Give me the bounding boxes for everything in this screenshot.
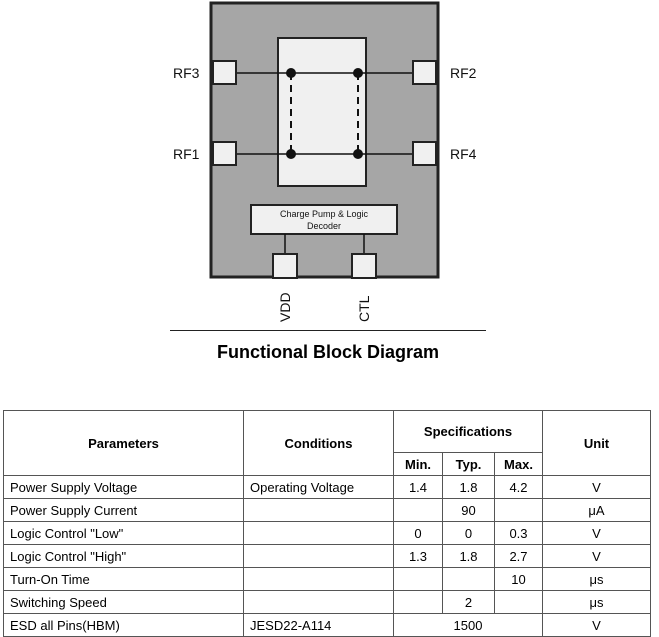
- header-specifications: Specifications: [393, 410, 543, 453]
- functional-block-diagram: RF3 RF1 RF2 RF4 Charge Pump & Logic Deco…: [173, 1, 477, 322]
- ctl-label: CTL: [356, 295, 372, 322]
- table-row: Logic Control "High" 1.3 1.8 2.7 V: [3, 544, 651, 568]
- rf4-pad: [412, 141, 437, 166]
- switch-core: [277, 37, 367, 187]
- max-cell: [494, 498, 543, 522]
- junction-dot: [286, 149, 296, 159]
- header-min: Min.: [393, 452, 443, 476]
- unit-cell: V: [542, 521, 651, 545]
- unit-cell: μA: [542, 498, 651, 522]
- param-cell: Power Supply Current: [3, 498, 244, 522]
- junction-dot: [286, 68, 296, 78]
- charge-pump-decoder-block: [250, 204, 398, 235]
- max-cell: [494, 590, 543, 614]
- condition-cell: [243, 521, 394, 545]
- param-cell: Power Supply Voltage: [3, 475, 244, 499]
- typ-cell: [442, 567, 495, 591]
- specifications-table: Parameters Conditions Specifications Uni…: [3, 410, 651, 637]
- table-row: Turn-On Time 10 μs: [3, 567, 651, 591]
- vdd-pad: [272, 253, 298, 279]
- junction-dot: [353, 68, 363, 78]
- table-row: Logic Control "Low" 0 0 0.3 V: [3, 521, 651, 545]
- max-cell: 10: [494, 567, 543, 591]
- unit-cell: μs: [542, 567, 651, 591]
- table-row: Switching Speed 2 μs: [3, 590, 651, 614]
- condition-cell: Operating Voltage: [243, 475, 394, 499]
- min-cell: 1.3: [393, 544, 443, 568]
- unit-cell: μs: [542, 590, 651, 614]
- header-max: Max.: [494, 452, 543, 476]
- max-cell: 2.7: [494, 544, 543, 568]
- condition-cell: [243, 544, 394, 568]
- param-cell: Turn-On Time: [3, 567, 244, 591]
- spec-merged-cell: 1500: [393, 613, 543, 637]
- max-cell: 4.2: [494, 475, 543, 499]
- header-parameters: Parameters: [3, 410, 244, 476]
- condition-cell: JESD22-A114: [243, 613, 394, 637]
- typ-cell: 2: [442, 590, 495, 614]
- table-row: Power Supply Current 90 μA: [3, 498, 651, 522]
- condition-cell: [243, 590, 394, 614]
- diagram-caption: Functional Block Diagram: [216, 342, 440, 362]
- min-cell: [393, 590, 443, 614]
- unit-cell: V: [542, 475, 651, 499]
- rf3-label: RF3: [173, 65, 200, 81]
- param-cell: ESD all Pins(HBM): [3, 613, 244, 637]
- rf2-pad: [412, 60, 437, 85]
- rf1-label: RF1: [173, 146, 200, 162]
- header-unit: Unit: [542, 410, 651, 476]
- condition-cell: [243, 567, 394, 591]
- min-cell: [393, 567, 443, 591]
- min-cell: [393, 498, 443, 522]
- caption-rule: [170, 330, 486, 331]
- header-typ: Typ.: [442, 452, 495, 476]
- header-conditions: Conditions: [243, 410, 394, 476]
- unit-cell: V: [542, 613, 651, 637]
- table-row: Power Supply Voltage Operating Voltage 1…: [3, 475, 651, 499]
- typ-cell: 1.8: [442, 475, 495, 499]
- param-cell: Logic Control "High": [3, 544, 244, 568]
- min-cell: 1.4: [393, 475, 443, 499]
- typ-cell: 90: [442, 498, 495, 522]
- vdd-label: VDD: [277, 292, 293, 322]
- max-cell: 0.3: [494, 521, 543, 545]
- param-cell: Logic Control "Low": [3, 521, 244, 545]
- min-cell: 0: [393, 521, 443, 545]
- rf2-label: RF2: [450, 65, 477, 81]
- unit-cell: V: [542, 544, 651, 568]
- ctl-pad: [351, 253, 377, 279]
- table-row: ESD all Pins(HBM) JESD22-A114 1500 V: [3, 613, 651, 637]
- decoder-label-line1: Charge Pump & Logic: [280, 209, 369, 219]
- rf3-pad: [212, 60, 237, 85]
- typ-cell: 0: [442, 521, 495, 545]
- decoder-label-line2: Decoder: [307, 221, 341, 231]
- condition-cell: [243, 498, 394, 522]
- junction-dot: [353, 149, 363, 159]
- rf4-label: RF4: [450, 146, 477, 162]
- rf1-pad: [212, 141, 237, 166]
- typ-cell: 1.8: [442, 544, 495, 568]
- param-cell: Switching Speed: [3, 590, 244, 614]
